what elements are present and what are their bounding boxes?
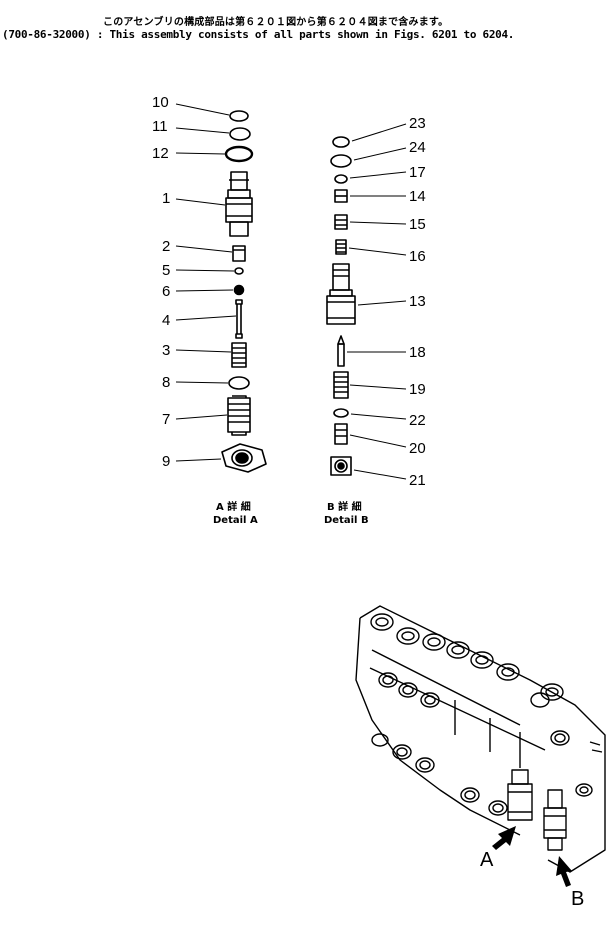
arrow-a-icon bbox=[492, 826, 516, 850]
part-19-spring bbox=[333, 371, 349, 399]
callout-19: 19 bbox=[409, 381, 426, 398]
detail-a-parts bbox=[221, 110, 267, 473]
callout-18: 18 bbox=[409, 344, 426, 361]
callout-24: 24 bbox=[409, 139, 426, 156]
callout-4: 4 bbox=[162, 312, 170, 329]
detail-b-caption-en: Detail B bbox=[324, 515, 369, 526]
callout-11: 11 bbox=[152, 118, 168, 135]
part-4-pin bbox=[235, 299, 243, 339]
view-marker-b: B bbox=[571, 888, 584, 910]
part-14-ball-seat bbox=[334, 189, 348, 203]
view-arrows: A B bbox=[480, 826, 584, 910]
callout-21: 21 bbox=[409, 472, 426, 489]
callout-6: 6 bbox=[162, 283, 170, 300]
callout-16: 16 bbox=[409, 248, 426, 265]
detail-a-caption-en: Detail A bbox=[213, 515, 258, 526]
detail-b-caption-jp: B 詳 細 bbox=[327, 500, 362, 513]
part-20-sleeve bbox=[334, 423, 348, 445]
part-15-plug bbox=[334, 214, 348, 230]
part-9-nut bbox=[221, 443, 267, 473]
header-english-note: (700-86-32000) : This assembly consists … bbox=[2, 28, 515, 41]
callout-1: 1 bbox=[162, 190, 170, 207]
part-2-sleeve bbox=[232, 245, 246, 262]
callout-2: 2 bbox=[162, 238, 170, 255]
callout-14: 14 bbox=[409, 188, 426, 205]
detail-b-leaders bbox=[347, 123, 407, 480]
part-24-o-ring bbox=[330, 154, 352, 168]
callout-17: 17 bbox=[409, 164, 426, 181]
part-3-spring bbox=[231, 342, 247, 368]
part-16-spring bbox=[335, 239, 347, 255]
part-17-ring bbox=[334, 174, 348, 184]
callout-15: 15 bbox=[409, 216, 426, 233]
part-5-ring bbox=[234, 267, 244, 275]
detail-b-callouts: 23 24 17 14 15 16 13 18 19 22 20 21 B 詳 … bbox=[324, 115, 426, 526]
callout-3: 3 bbox=[162, 342, 170, 359]
arrow-b-icon bbox=[556, 856, 572, 887]
callout-13: 13 bbox=[409, 293, 426, 310]
detail-a-leaders bbox=[175, 103, 237, 462]
header-japanese-note: このアセンブリの構成部品は第６２０１図から第６２０４図まで含みます。 bbox=[103, 17, 449, 28]
part-22-o-ring bbox=[333, 408, 349, 418]
callout-20: 20 bbox=[409, 440, 426, 457]
control-valve-assembly bbox=[355, 605, 606, 873]
callout-5: 5 bbox=[162, 262, 170, 279]
part-1-valve-body bbox=[225, 171, 253, 237]
relief-valve-a bbox=[507, 769, 533, 821]
part-8-o-ring bbox=[228, 376, 250, 390]
callout-8: 8 bbox=[162, 374, 170, 391]
part-18-poppet bbox=[337, 335, 345, 367]
part-23-o-ring bbox=[332, 136, 350, 148]
callout-9: 9 bbox=[162, 453, 170, 470]
detail-b-parts bbox=[326, 136, 356, 476]
relief-valve-b bbox=[543, 789, 567, 851]
callout-23: 23 bbox=[409, 115, 426, 132]
callout-7: 7 bbox=[162, 411, 170, 428]
part-13-valve-body bbox=[326, 263, 356, 325]
part-10-o-ring bbox=[229, 110, 249, 122]
part-6-ball bbox=[233, 284, 245, 296]
detail-a-callouts: 10 11 12 1 2 5 6 4 3 8 7 9 A 詳 細 Detail … bbox=[152, 94, 258, 526]
part-7-piston bbox=[227, 395, 251, 436]
callout-10: 10 bbox=[152, 94, 169, 111]
callout-12: 12 bbox=[152, 145, 169, 162]
detail-a-caption-jp: A 詳 細 bbox=[216, 500, 251, 513]
callout-22: 22 bbox=[409, 412, 426, 429]
part-12-o-ring bbox=[224, 145, 254, 163]
view-marker-a: A bbox=[480, 849, 494, 871]
part-11-o-ring bbox=[229, 127, 251, 141]
part-21-nut bbox=[330, 456, 352, 476]
